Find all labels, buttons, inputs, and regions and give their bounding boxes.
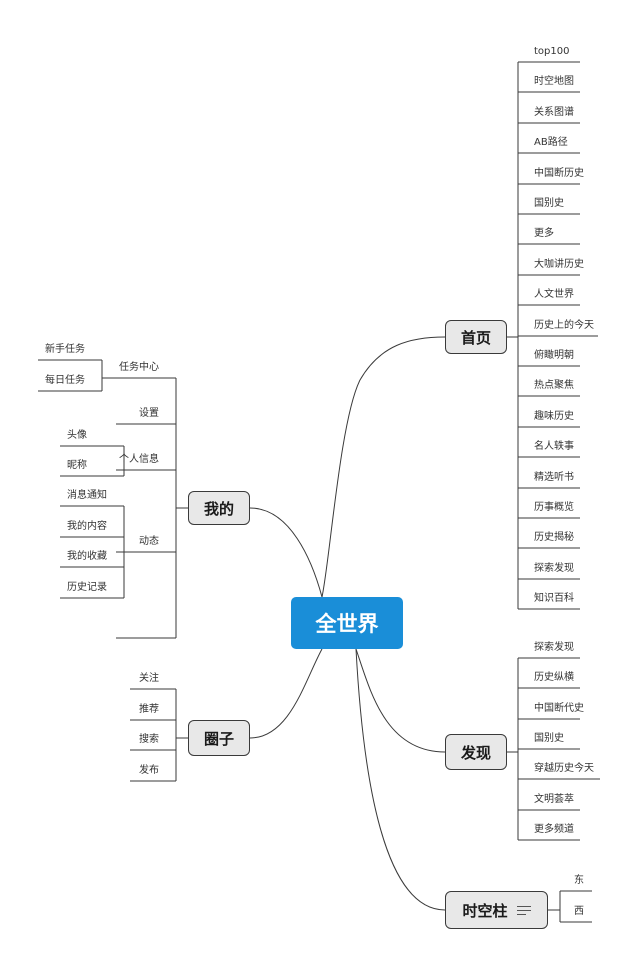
circle-item[interactable]: 关注 <box>139 673 159 684</box>
home-item[interactable]: 探索发现 <box>534 563 574 574</box>
mine-group-item[interactable]: 动态 <box>139 536 159 547</box>
discover-item[interactable]: 穿越历史今天 <box>534 763 594 774</box>
mine-group-item[interactable]: 个人信息 <box>119 454 159 465</box>
mine-child-item[interactable]: 历史记录 <box>67 582 107 593</box>
home-item[interactable]: 俯瞰明朝 <box>534 350 574 361</box>
home-item[interactable]: 名人轶事 <box>534 441 574 452</box>
branch-node-discover-label: 发现 <box>460 743 491 762</box>
mine-group-item[interactable]: 设置 <box>139 408 159 419</box>
home-item[interactable]: 精选听书 <box>534 472 574 483</box>
branch-node-timeline-label: 时空柱 <box>462 901 508 920</box>
home-item[interactable]: 人文世界 <box>534 289 574 300</box>
home-item[interactable]: 历史揭秘 <box>534 532 574 543</box>
timeline-item[interactable]: 东 <box>574 875 584 886</box>
root-to-home-connector <box>321 336 446 598</box>
branch-node-circle[interactable]: 圈子 <box>188 720 250 756</box>
mine-child-item[interactable]: 我的内容 <box>67 521 107 532</box>
home-item[interactable]: AB路径 <box>534 137 568 148</box>
discover-item[interactable]: 历史纵横 <box>534 672 574 683</box>
mine-group-item[interactable]: 任务中心 <box>119 362 159 373</box>
discover-item[interactable]: 探索发现 <box>534 642 574 653</box>
discover-item[interactable]: 国别史 <box>534 733 564 744</box>
menu-lines-icon <box>516 905 531 915</box>
root-to-mine-connector <box>249 507 323 598</box>
branch-node-timeline[interactable]: 时空柱 <box>445 891 548 929</box>
home-item[interactable]: 历史上的今天 <box>534 320 594 331</box>
home-item[interactable]: 时空地图 <box>534 76 574 87</box>
discover-item[interactable]: 更多频道 <box>534 824 574 835</box>
circle-item[interactable]: 发布 <box>139 765 159 776</box>
branch-node-discover[interactable]: 发现 <box>445 734 507 770</box>
branch-node-mine-label: 我的 <box>203 499 234 518</box>
discover-item[interactable]: 中国断代史 <box>534 703 584 714</box>
circle-item[interactable]: 搜索 <box>139 734 159 745</box>
mine-child-item[interactable]: 头像 <box>67 430 87 441</box>
home-item[interactable]: 关系图谱 <box>534 107 574 118</box>
discover-item[interactable]: 文明荟萃 <box>534 794 574 805</box>
mine-child-item[interactable]: 每日任务 <box>45 375 85 386</box>
root-to-timeline-connector <box>355 648 446 911</box>
circle-item[interactable]: 推荐 <box>139 704 159 715</box>
home-item[interactable]: 热点聚焦 <box>534 380 574 391</box>
branch-node-mine[interactable]: 我的 <box>188 491 250 525</box>
branch-node-home[interactable]: 首页 <box>445 320 507 354</box>
home-item[interactable]: 知识百科 <box>534 593 574 604</box>
mine-child-item[interactable]: 我的收藏 <box>67 551 107 562</box>
mine-child-item[interactable]: 昵称 <box>67 460 87 471</box>
home-item[interactable]: 国别史 <box>534 198 564 209</box>
mine-child-item[interactable]: 新手任务 <box>45 344 85 355</box>
home-item[interactable]: 趣味历史 <box>534 411 574 422</box>
home-item[interactable]: 更多 <box>534 228 554 239</box>
home-item[interactable]: 大咖讲历史 <box>534 259 584 270</box>
branch-node-circle-label: 圈子 <box>203 729 234 748</box>
home-item[interactable]: 历事概览 <box>534 502 574 513</box>
home-item[interactable]: 中国断历史 <box>534 168 584 179</box>
timeline-item[interactable]: 西 <box>574 906 584 917</box>
home-item[interactable]: top100 <box>534 46 570 57</box>
mine-child-item[interactable]: 消息通知 <box>67 490 107 501</box>
root-node-label: 全世界 <box>315 612 379 636</box>
root-to-circle-connector <box>249 648 323 739</box>
root-to-discover-connector <box>355 648 446 753</box>
root-node[interactable]: 全世界 <box>291 597 403 649</box>
branch-node-home-label: 首页 <box>460 328 491 347</box>
